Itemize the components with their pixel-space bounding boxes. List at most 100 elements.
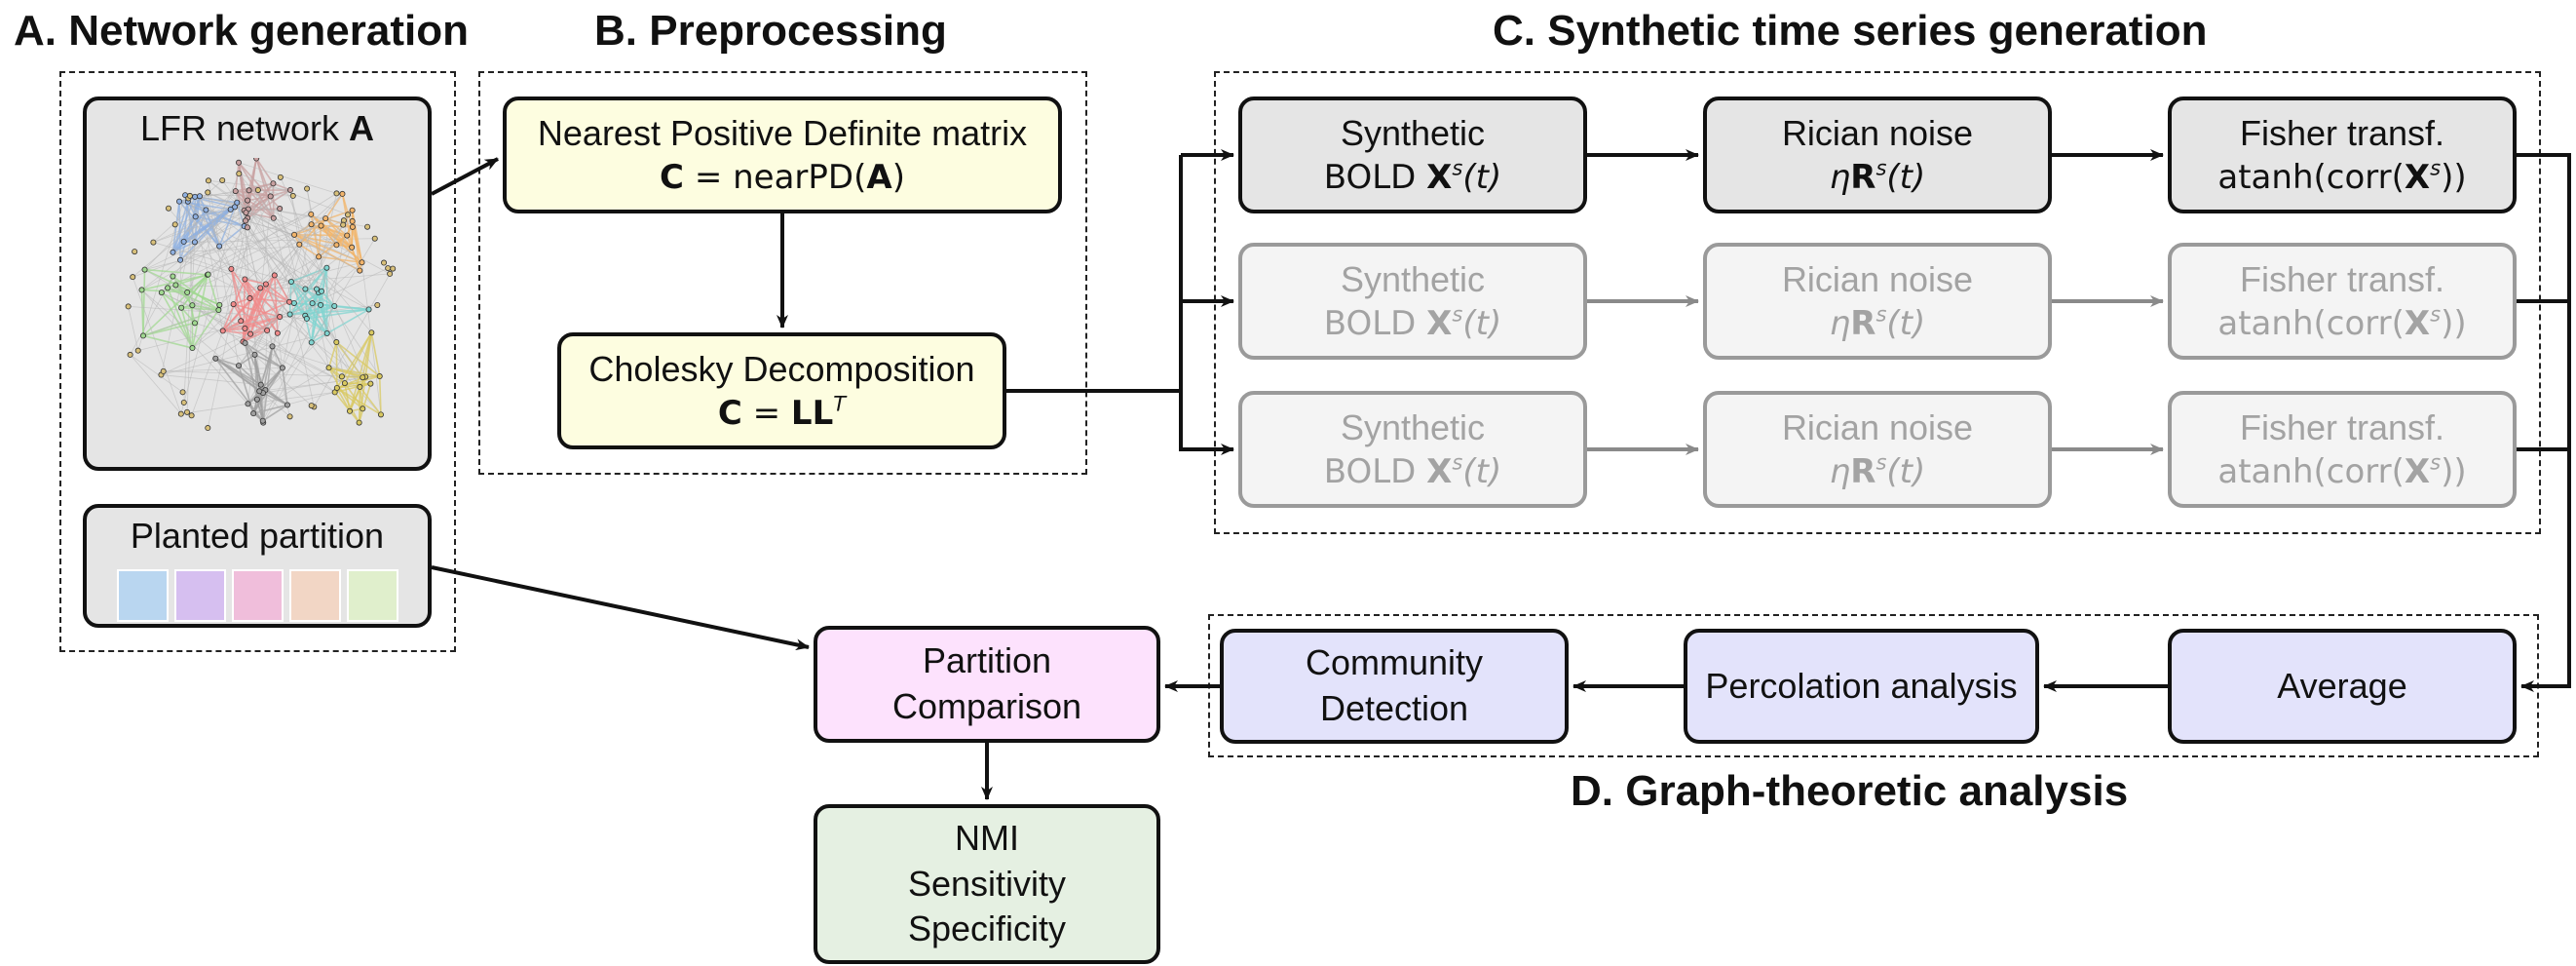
network-edge xyxy=(180,307,194,349)
network-node xyxy=(219,328,226,334)
network-edge xyxy=(218,309,224,331)
network-node xyxy=(259,417,266,424)
network-edge xyxy=(244,342,258,400)
section-title-network-generation: A. Network generation xyxy=(14,7,469,55)
network-node xyxy=(349,207,356,213)
network-node xyxy=(216,243,223,250)
network-edge xyxy=(257,189,284,368)
network-node xyxy=(243,209,249,215)
network-node xyxy=(344,232,351,239)
network-edge xyxy=(274,274,290,302)
network-edge xyxy=(141,289,188,293)
network-node xyxy=(134,347,141,354)
network-node xyxy=(228,265,235,272)
network-edge xyxy=(222,300,290,331)
network-node xyxy=(271,272,278,279)
network-edge xyxy=(249,255,320,299)
partition-comparison-node: Partition Comparison xyxy=(814,626,1160,743)
network-node xyxy=(314,286,321,292)
network-node xyxy=(349,244,356,251)
network-edge xyxy=(262,238,376,423)
network-node xyxy=(333,242,340,249)
network-edge xyxy=(244,283,267,329)
network-edge xyxy=(238,173,372,333)
network-node xyxy=(227,206,234,213)
network-node xyxy=(171,221,178,228)
network-edge xyxy=(153,210,245,243)
network-node xyxy=(127,351,133,358)
network-node xyxy=(251,351,258,358)
network-node xyxy=(257,285,264,291)
network-node xyxy=(203,207,209,213)
network-edge xyxy=(288,281,292,315)
network-node xyxy=(245,197,251,204)
network-node xyxy=(180,399,187,406)
lfr-network-symbol: A xyxy=(349,108,375,148)
network-node xyxy=(309,299,316,306)
network-node xyxy=(205,271,211,278)
network-edge xyxy=(280,304,378,318)
network-edge xyxy=(153,179,223,243)
network-edge xyxy=(238,353,255,367)
network-edge xyxy=(238,162,337,194)
network-edge xyxy=(144,219,246,270)
network-node xyxy=(205,177,211,184)
network-node xyxy=(338,373,345,380)
partition-swatch-1 xyxy=(116,568,169,622)
network-node xyxy=(166,205,172,212)
network-node xyxy=(232,187,239,194)
network-node xyxy=(296,241,303,248)
network-edge xyxy=(187,219,345,293)
network-edge xyxy=(321,224,348,237)
network-node xyxy=(172,282,179,289)
network-node xyxy=(244,224,250,231)
network-edge xyxy=(341,375,363,378)
network-node xyxy=(139,332,146,339)
network-edge xyxy=(245,342,284,368)
network-node xyxy=(360,374,366,381)
network-node xyxy=(357,383,363,390)
network-node xyxy=(308,211,315,217)
network-edge xyxy=(207,217,326,276)
network-edge xyxy=(293,233,362,263)
network-node xyxy=(374,301,381,308)
network-node xyxy=(340,221,347,228)
network-edge xyxy=(207,189,259,428)
network-edge xyxy=(244,279,251,299)
network-node xyxy=(387,270,394,277)
network-node xyxy=(158,289,165,295)
network-node xyxy=(212,355,219,362)
network-edge xyxy=(141,246,220,290)
network-node xyxy=(304,185,311,192)
network-node xyxy=(189,344,196,351)
network-edge xyxy=(311,308,369,343)
fisher-transform-node-3: Fisher transf. atanh(corr(Xs)) xyxy=(2168,391,2517,508)
partition-swatch-2 xyxy=(173,568,226,622)
network-edge xyxy=(141,273,208,291)
network-node xyxy=(349,223,356,230)
network-edge xyxy=(306,188,346,383)
network-node xyxy=(269,343,276,350)
network-node xyxy=(254,186,261,193)
network-edge xyxy=(312,193,337,304)
network-node xyxy=(253,157,260,162)
network-node xyxy=(141,266,148,273)
network-node xyxy=(284,402,291,408)
planted-partition-node: Planted partition xyxy=(83,504,432,628)
network-edge xyxy=(238,224,344,367)
lfr-network-graphic xyxy=(125,157,397,431)
network-edge xyxy=(249,274,276,334)
network-node xyxy=(308,339,315,346)
network-node xyxy=(331,302,338,309)
network-node xyxy=(308,221,315,228)
network-node xyxy=(186,192,193,199)
network-edge xyxy=(370,331,381,376)
network-edge xyxy=(187,201,382,415)
network-node xyxy=(359,259,365,266)
network-node xyxy=(234,199,241,206)
network-edge xyxy=(191,309,220,349)
metrics-node: NMI Sensitivity Specificity xyxy=(814,804,1160,964)
network-edge xyxy=(208,179,300,245)
network-node xyxy=(376,372,383,379)
lfr-network-node: LFR network A xyxy=(83,97,432,471)
